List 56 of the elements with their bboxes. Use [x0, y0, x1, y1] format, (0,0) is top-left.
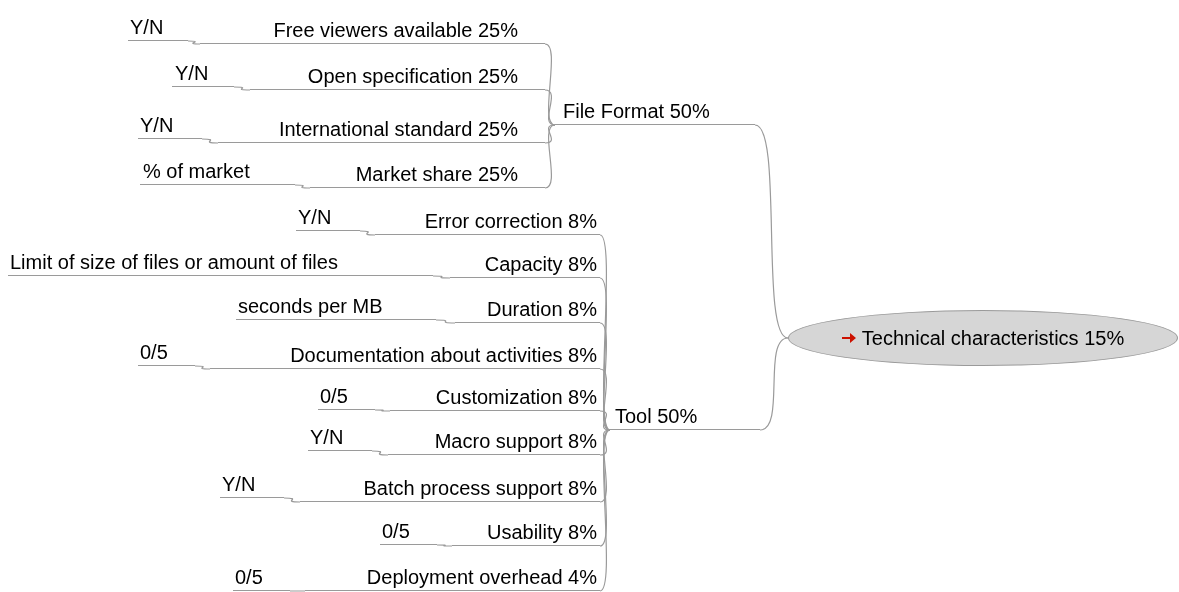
- branch-connector: [289, 590, 306, 592]
- branch-connector: [599, 429, 611, 456]
- topic-label: Batch process support 8%: [300, 476, 600, 502]
- topic-label: 0/5: [138, 340, 195, 366]
- branch-connector: [599, 234, 611, 431]
- branch-connector: [754, 124, 789, 339]
- topic-label: 0/5: [380, 519, 437, 545]
- branch-connector: [371, 450, 389, 456]
- branch-connector: [294, 184, 311, 189]
- topic-label: Deployment overhead 4%: [305, 565, 600, 591]
- branch-connector: [233, 86, 251, 91]
- topic-label: Limit of size of files or amount of files: [8, 250, 433, 276]
- branch-connector: [599, 277, 611, 431]
- topic-label: 0/5: [318, 384, 375, 410]
- topic-label: Y/N: [172, 61, 234, 87]
- topic-label: % of market: [140, 159, 295, 185]
- branch-connector: [435, 319, 456, 324]
- branch-connector: [544, 43, 556, 126]
- branch-connector: [187, 40, 201, 45]
- central-topic-ellipse: [788, 310, 1178, 366]
- topic-label: Open specification 25%: [250, 64, 545, 90]
- topic-label: seconds per MB: [236, 294, 436, 320]
- topic-label: Y/N: [308, 425, 372, 451]
- topic-label: Technical characteristics 15%: [861, 326, 1125, 350]
- branch-connector: [194, 365, 211, 370]
- topic-label: Free viewers available 25%: [200, 18, 545, 44]
- branch-connector: [359, 230, 376, 236]
- topic-label: Tool 50%: [610, 404, 760, 430]
- topic-label: Duration 8%: [455, 297, 600, 323]
- topic-label: Y/N: [128, 15, 188, 41]
- topic-label: Y/N: [138, 113, 202, 139]
- topic-label: Customization 8%: [390, 385, 600, 411]
- branch-connector: [599, 429, 611, 592]
- branch-connector: [436, 544, 453, 547]
- branch-connector: [544, 124, 556, 189]
- topic-label: International standard 25%: [218, 117, 545, 143]
- topic-label: Macro support 8%: [388, 429, 600, 455]
- branch-connector: [759, 337, 789, 431]
- topic-label: Y/N: [220, 472, 284, 498]
- branch-connector: [544, 89, 556, 126]
- topic-label: File Format 50%: [555, 99, 755, 125]
- branch-connector: [599, 410, 611, 431]
- branch-connector: [544, 124, 556, 144]
- topic-label: 0/5: [233, 565, 290, 591]
- topic-label: Documentation about activities 8%: [210, 343, 600, 369]
- topic-label: Error correction 8%: [375, 209, 600, 235]
- branch-connector: [283, 497, 301, 503]
- topic-label: Usability 8%: [452, 520, 600, 546]
- topic-label: Capacity 8%: [450, 252, 600, 278]
- branch-connector: [599, 322, 611, 431]
- topic-label: Y/N: [296, 205, 360, 231]
- branch-connector: [599, 429, 611, 547]
- branch-connector: [432, 275, 451, 279]
- branch-connector: [201, 138, 219, 144]
- branch-connector: [374, 409, 391, 412]
- topic-label: Market share 25%: [310, 162, 545, 188]
